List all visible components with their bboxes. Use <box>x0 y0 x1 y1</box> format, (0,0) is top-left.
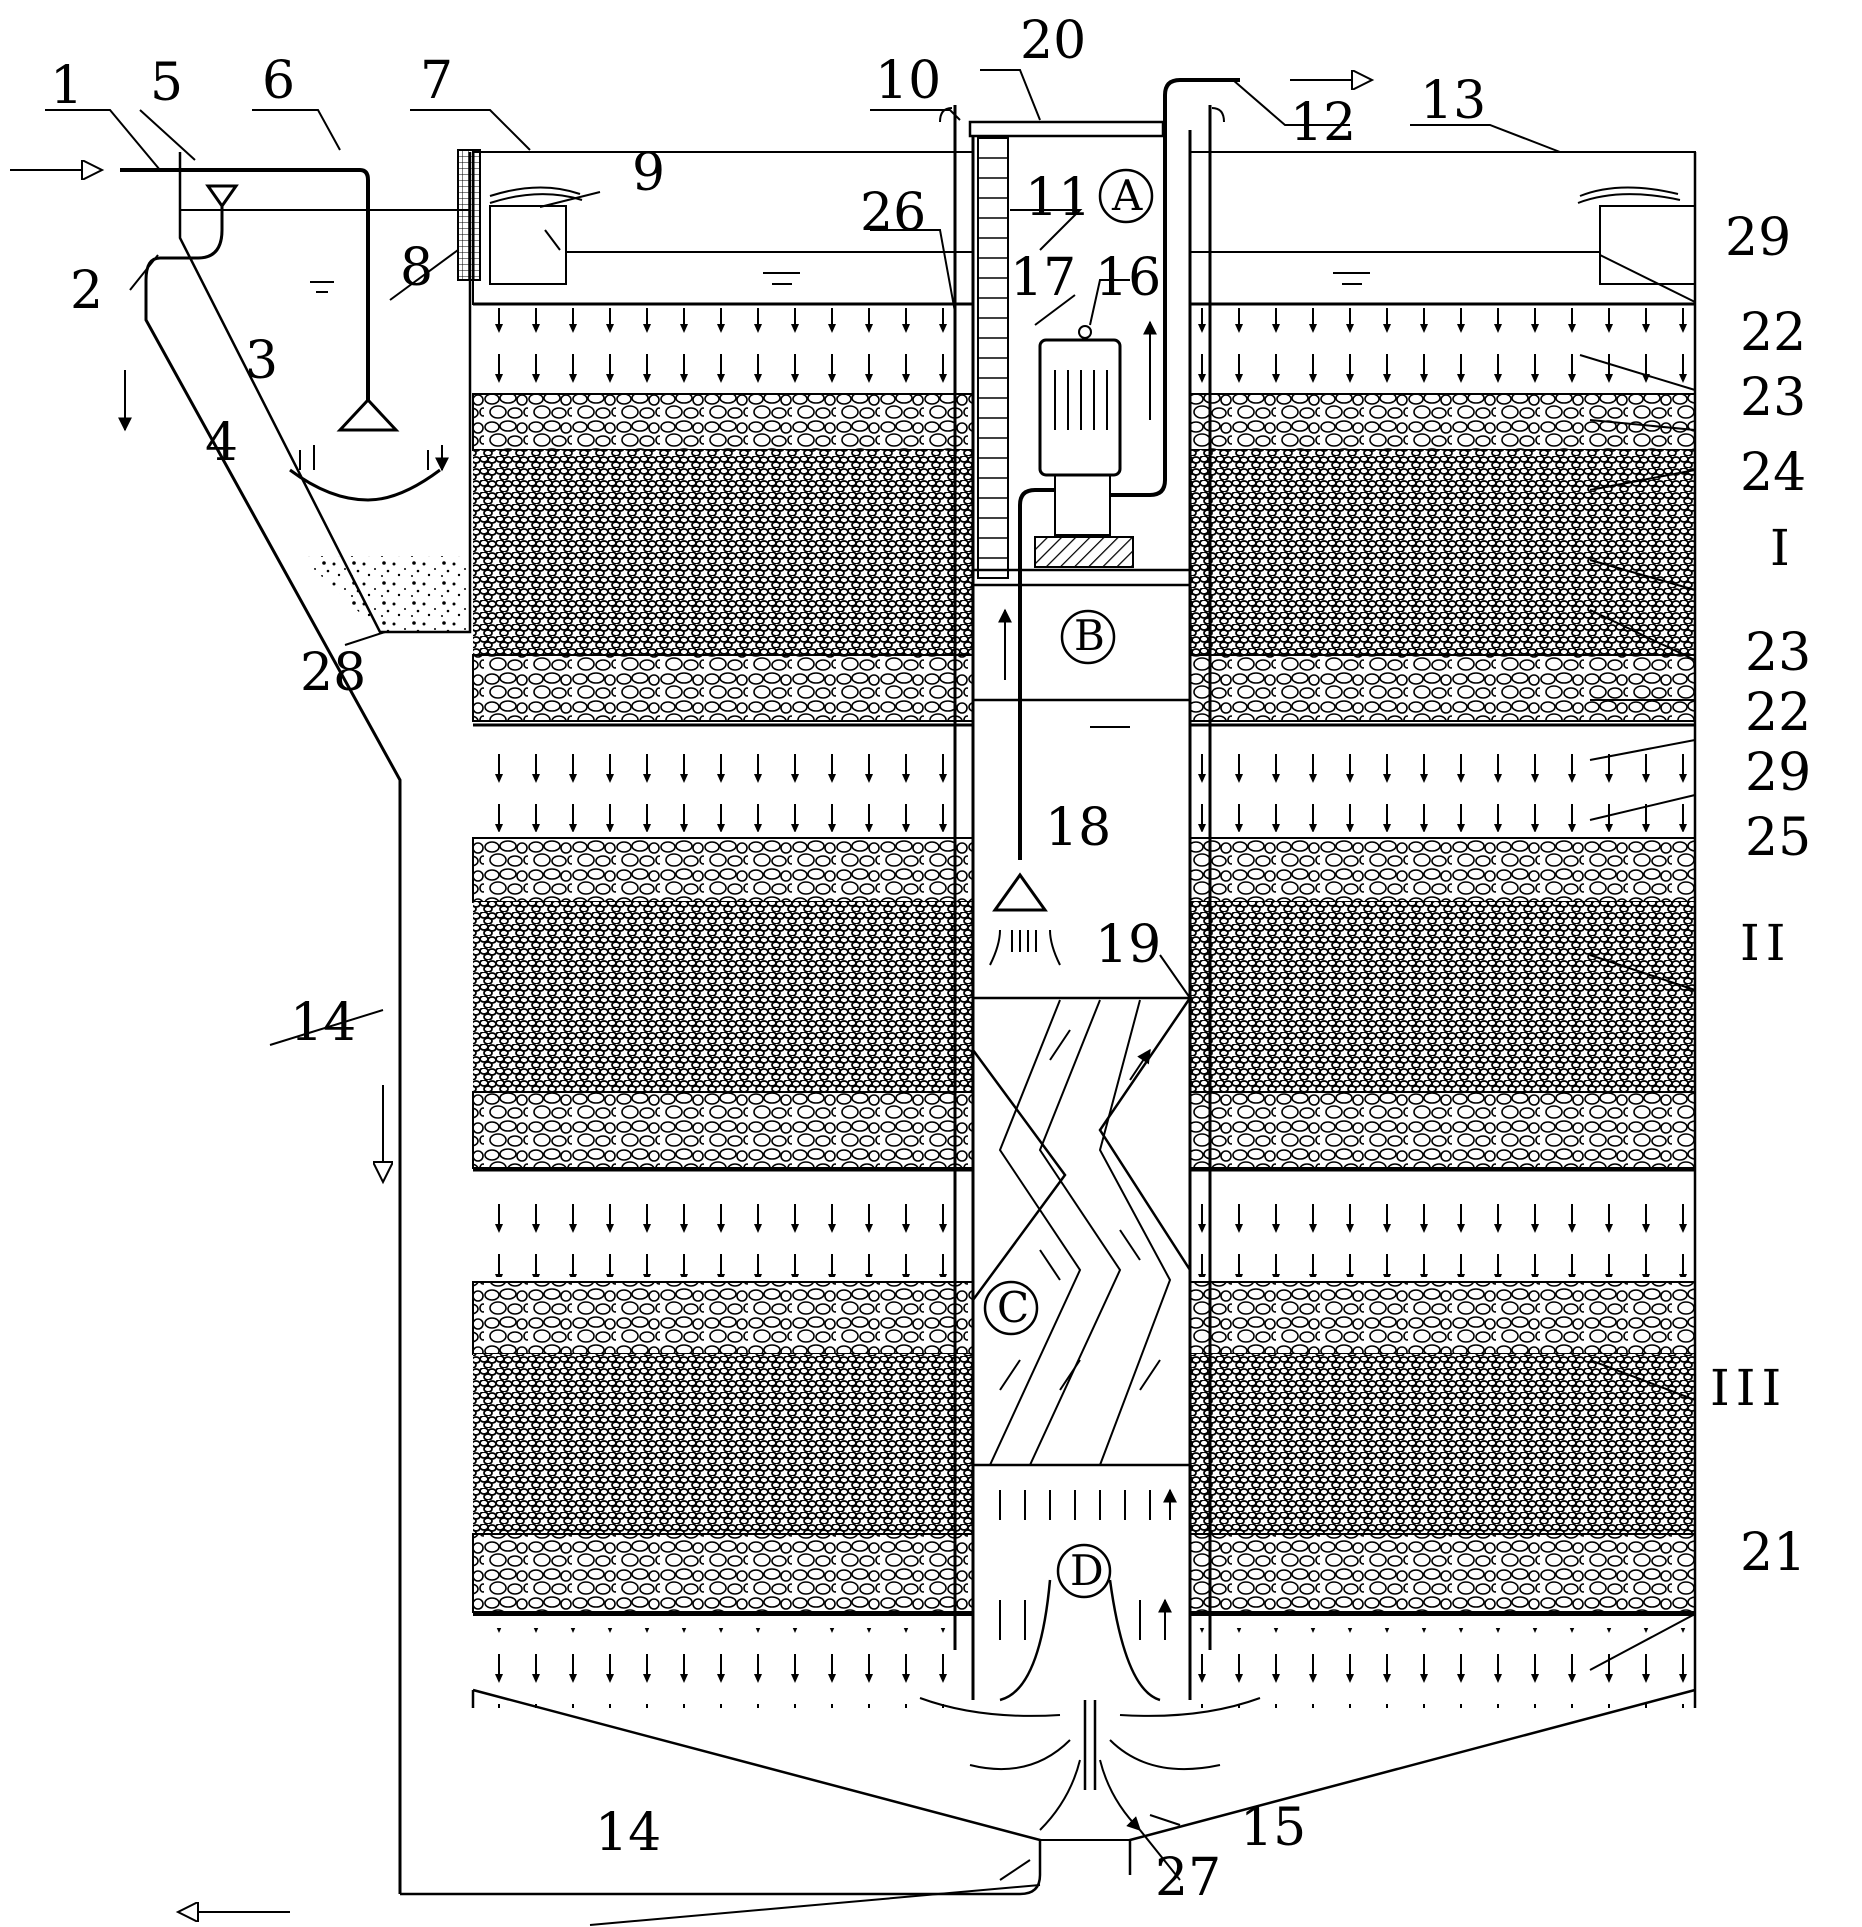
label-14a: 14 <box>290 993 356 1053</box>
nozzle-18 <box>992 872 1048 912</box>
inlet-tank <box>178 149 481 634</box>
screen-8 <box>457 149 481 281</box>
label-3: 3 <box>245 331 278 391</box>
part-labels: 1 5 6 7 9 8 2 3 4 28 14 14 10 20 12 13 2… <box>50 11 1811 1908</box>
leader-lines <box>45 69 1696 1926</box>
bottom-hopper <box>180 1085 1696 1912</box>
label-25: 25 <box>1745 808 1811 868</box>
label-7: 7 <box>420 51 453 111</box>
zone-A: A <box>1111 171 1143 220</box>
label-21: 21 <box>1740 1523 1806 1583</box>
label-27: 27 <box>1155 1848 1221 1908</box>
label-23b: 23 <box>1745 623 1811 683</box>
central-shaft <box>939 80 1370 1702</box>
filter-right <box>1189 151 1697 1708</box>
label-1: 1 <box>50 56 83 116</box>
zone-D: D <box>1070 1546 1104 1595</box>
label-6: 6 <box>262 51 295 111</box>
label-29b: 29 <box>1745 743 1811 803</box>
label-16: 16 <box>1095 248 1161 308</box>
label-8: 8 <box>400 238 433 298</box>
label-29a: 29 <box>1725 208 1791 268</box>
cover-20 <box>968 120 1165 138</box>
label-20: 20 <box>1020 11 1086 71</box>
label-23a: 23 <box>1740 368 1806 428</box>
sludge-layer <box>300 556 470 632</box>
filter-left <box>472 151 974 1708</box>
label-10: 10 <box>875 51 941 111</box>
label-stage-III: III <box>1710 1359 1787 1417</box>
label-24: 24 <box>1740 443 1806 503</box>
label-17: 17 <box>1010 248 1076 308</box>
label-9: 9 <box>632 143 665 203</box>
label-22b: 22 <box>1745 683 1811 743</box>
label-11: 11 <box>1025 168 1091 228</box>
label-stage-I: I <box>1770 519 1796 577</box>
float-valve-5 <box>205 184 239 209</box>
label-12: 12 <box>1290 93 1356 153</box>
label-22a: 22 <box>1740 303 1806 363</box>
label-14b: 14 <box>595 1803 661 1863</box>
label-5: 5 <box>150 53 183 113</box>
label-18: 18 <box>1045 798 1111 858</box>
zone-C: C <box>997 1283 1029 1332</box>
label-15: 15 <box>1240 1798 1306 1858</box>
inlet-pipe <box>10 170 442 1894</box>
label-19: 19 <box>1095 915 1161 975</box>
zone-B: B <box>1074 611 1105 660</box>
label-28: 28 <box>300 643 366 703</box>
label-4: 4 <box>205 413 238 473</box>
label-stage-II: II <box>1740 914 1792 972</box>
distribution-trough-9 <box>489 205 567 285</box>
label-2: 2 <box>70 261 103 321</box>
pump-base <box>1034 536 1134 568</box>
label-26: 26 <box>860 183 926 243</box>
label-13: 13 <box>1420 71 1486 131</box>
